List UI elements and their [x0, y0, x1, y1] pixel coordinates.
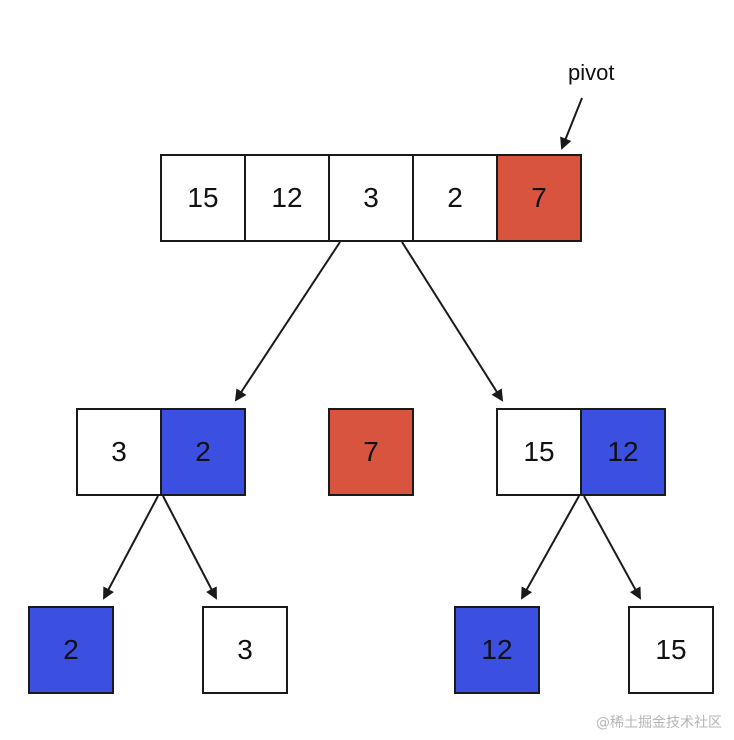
right-sub-cell-0: 15	[496, 408, 582, 496]
pivot-label: pivot	[568, 60, 615, 85]
watermark: @稀土掘金技术社区	[596, 715, 722, 731]
root-cell-1: 12	[244, 154, 330, 242]
root-cell-pivot: 7	[496, 154, 582, 242]
leaf-right-a: 12	[454, 606, 540, 694]
pivot-pointer-arrow	[560, 97, 583, 150]
middle-pivot-cell: 7	[328, 408, 414, 496]
arrow-right-to-b	[583, 495, 641, 600]
arrow-left-to-b	[162, 495, 217, 600]
root-cell-2: 3	[328, 154, 414, 242]
leaf-left-b: 3	[202, 606, 288, 694]
left-sub-cell-1: 2	[160, 408, 246, 496]
right-sub-cell-1: 12	[580, 408, 666, 496]
leaf-right-b: 15	[628, 606, 714, 694]
arrow-root-to-right	[401, 241, 504, 402]
arrow-right-to-a	[521, 495, 580, 600]
arrow-left-to-a	[103, 495, 159, 600]
root-cell-0: 15	[160, 154, 246, 242]
root-cell-3: 2	[412, 154, 498, 242]
leaf-left-a: 2	[28, 606, 114, 694]
arrow-root-to-left	[234, 241, 341, 402]
left-sub-cell-0: 3	[76, 408, 162, 496]
